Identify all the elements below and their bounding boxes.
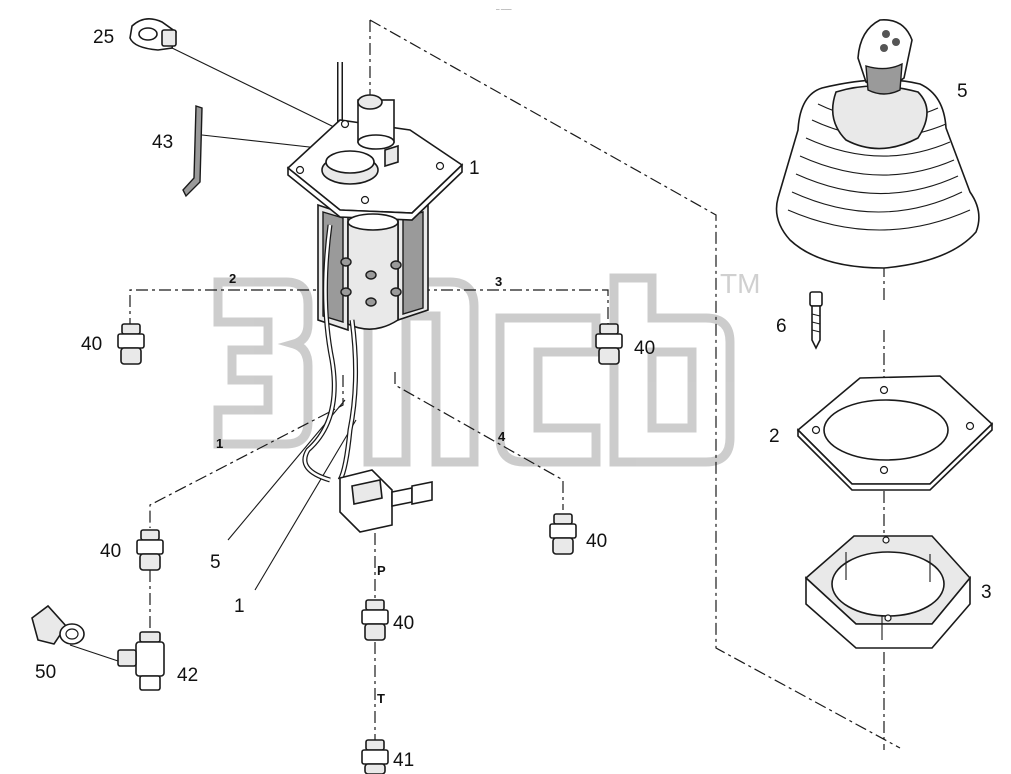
port-label-p: P — [377, 563, 386, 578]
callout-3: 3 — [981, 582, 992, 603]
valve-body-item-1 — [286, 62, 464, 332]
header-mark: ─ ─── — [495, 7, 512, 13]
callout-40-port-p: 40 — [393, 613, 414, 634]
tee-fitting-item-42 — [117, 631, 165, 691]
callout-numbers: 25 43 1 5 6 2 3 40 40 40 40 40 5 1 50 42… — [35, 27, 992, 771]
callout-43: 43 — [152, 132, 173, 153]
fitting-item-40-right — [595, 323, 623, 365]
callout-2: 2 — [769, 426, 780, 447]
callout-1-valve: 1 — [469, 158, 480, 179]
callout-40-right: 40 — [634, 338, 655, 359]
callout-1-harness: 1 — [234, 596, 245, 617]
callout-50: 50 — [35, 662, 56, 683]
watermark-logo: TM — [213, 268, 760, 467]
gasket-item-2 — [796, 375, 994, 491]
callout-25: 25 — [93, 27, 114, 48]
callout-42: 42 — [177, 665, 198, 686]
callout-40-port-4: 40 — [586, 531, 607, 552]
callout-40-left: 40 — [81, 334, 102, 355]
port-label-2: 2 — [229, 271, 236, 286]
port-label-t: T — [377, 691, 385, 706]
elbow-cap-item-50 — [31, 604, 85, 645]
callout-41: 41 — [393, 750, 414, 771]
leader-lines — [69, 46, 357, 666]
fitting-item-40-port-4 — [549, 513, 577, 555]
fitting-item-40-port-1 — [136, 529, 164, 571]
port-label-4: 4 — [498, 429, 506, 444]
screw-item-6 — [809, 291, 823, 350]
cable-harness — [302, 224, 433, 533]
port-label-3: 3 — [495, 274, 502, 289]
joystick-boot-item-5 — [775, 19, 980, 269]
fitting-item-40-port-p — [361, 599, 389, 641]
assembly-center-lines — [129, 19, 901, 750]
callout-5-harness: 5 — [210, 552, 221, 573]
port-labels: 2 3 1 4 P T — [216, 271, 506, 706]
strip-item-43 — [182, 105, 203, 198]
spacer-ring-item-3 — [804, 535, 972, 649]
callout-6: 6 — [776, 316, 787, 337]
fitting-item-41-port-t — [361, 739, 389, 774]
fitting-item-40-left — [117, 323, 145, 365]
trademark-mark: TM — [720, 268, 760, 299]
callout-5-boot: 5 — [957, 81, 968, 102]
clamp-item-25 — [129, 18, 177, 51]
port-label-1: 1 — [216, 436, 223, 451]
callout-40-port-1: 40 — [100, 541, 121, 562]
